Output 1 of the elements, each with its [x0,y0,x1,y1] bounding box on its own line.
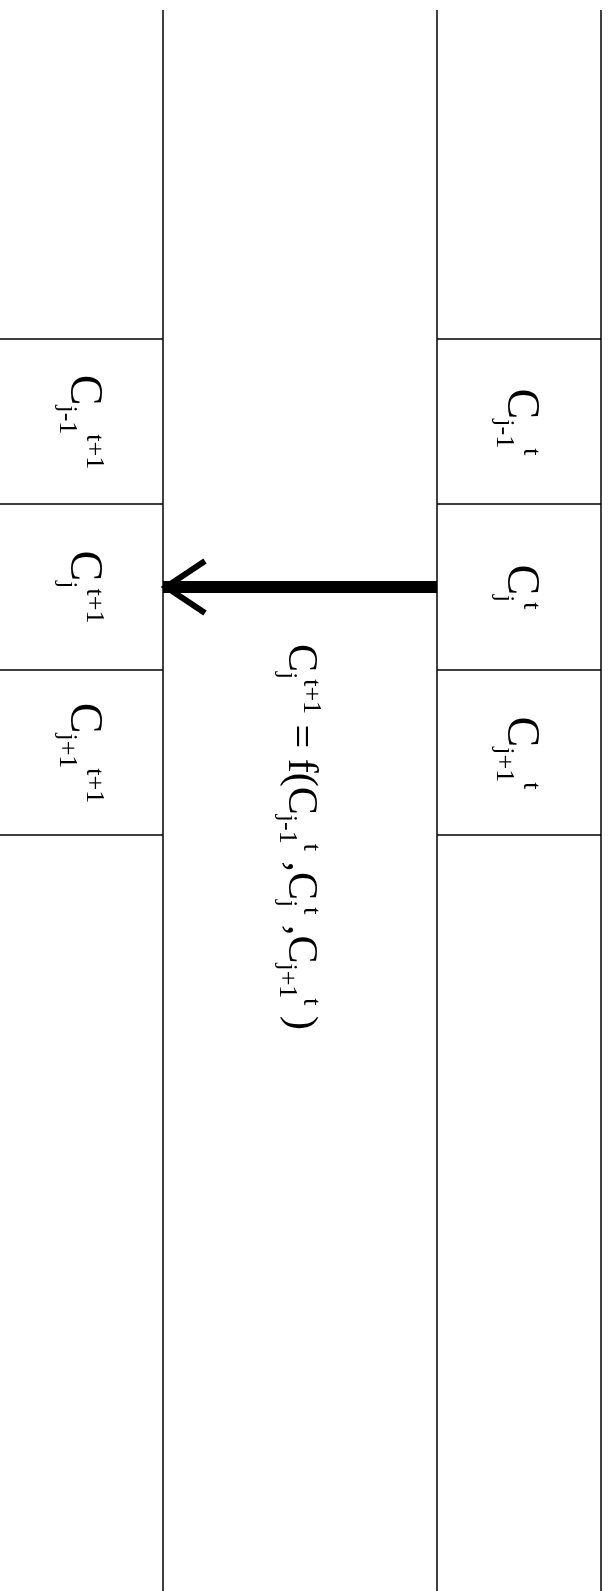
arrow [163,558,437,616]
